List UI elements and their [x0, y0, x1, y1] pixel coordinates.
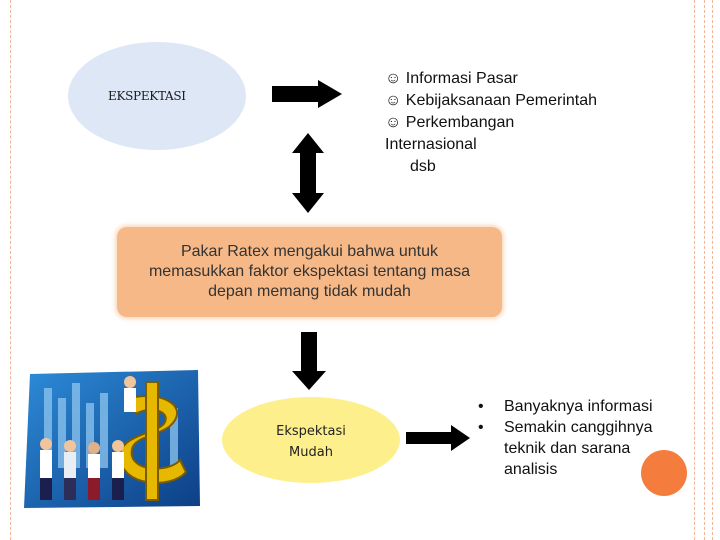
reason-line: Semakin canggihnya [504, 419, 653, 436]
reason-line: Banyaknya informasi [504, 398, 653, 415]
reason-line: analisis [504, 461, 558, 478]
easy-expectation-line: Mudah [289, 445, 333, 460]
arrow-right-icon [406, 425, 470, 451]
statement-line: depan memang tidak mudah [208, 283, 411, 300]
arrow-right-icon [272, 80, 342, 108]
expectation-label: EKSPEKTASI [108, 89, 186, 103]
decorative-circle [641, 450, 687, 496]
list-item: • Semakin canggihnya teknik dan sarana a… [478, 417, 688, 480]
double-arrow-vertical-icon [292, 133, 324, 213]
factor-line: ☺ Kebijaksanaan Pemerintah [385, 92, 598, 109]
statement-box [117, 227, 502, 317]
factor-line: dsb [410, 158, 436, 175]
arrow-down-icon [292, 332, 326, 390]
factor-line: ☺ Informasi Pasar [385, 70, 518, 87]
frame-line-left [10, 0, 12, 540]
factor-line: ☺ Perkembangan [385, 114, 515, 131]
expectation-ellipse [68, 42, 246, 150]
easy-expectation-label: Ekspektasi Mudah [222, 421, 400, 463]
reason-line: teknik dan sarana [504, 440, 631, 457]
factors-list: ☺ Informasi Pasar ☺ Kebijaksanaan Pemeri… [385, 68, 685, 178]
statement-line: memasukkan faktor ekspektasi tentang mas… [148, 263, 471, 280]
bullet-icon: • [478, 419, 484, 436]
easy-expectation-ellipse [222, 397, 400, 483]
statement-text: Pakar Ratex mengakui bahwa untuk memasuk… [117, 242, 502, 302]
frame-line-right [712, 0, 714, 540]
factor-line: Internasional [385, 136, 477, 153]
easy-expectation-line: Ekspektasi [276, 424, 346, 439]
bullet-icon: • [478, 398, 484, 415]
reasons-list: • Banyaknya informasi • Semakin canggihn… [478, 396, 688, 480]
frame-line-right [704, 0, 706, 540]
business-people-dollar-sign-clipart [24, 370, 200, 508]
frame-line-right [694, 0, 696, 540]
statement-line: Pakar Ratex mengakui bahwa untuk [180, 243, 439, 260]
list-item: • Banyaknya informasi [478, 396, 688, 417]
